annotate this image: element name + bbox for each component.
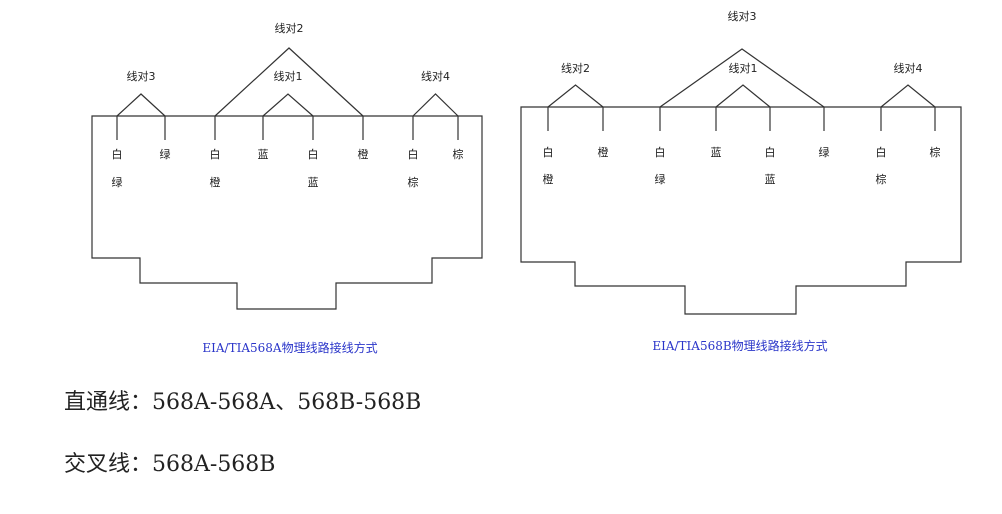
568b-pair-label: 线对2: [561, 61, 590, 75]
568a-pair-bracket: [412, 93, 459, 117]
568b-pin-label: 橙: [598, 145, 609, 159]
568b-pin-label: 棕: [876, 172, 887, 186]
568b-pair-bracket: [880, 84, 936, 108]
568a-pin-label: 棕: [453, 147, 464, 161]
crossover-text: 交叉线：568A-568B: [64, 452, 276, 477]
568b-pair-label: 线对4: [894, 61, 923, 75]
568a-pair-label: 线对1: [274, 69, 303, 83]
568a-pair-bracket: [214, 47, 364, 117]
568a-connector-outline: [91, 115, 483, 310]
568b-pin-label: 白: [765, 145, 776, 159]
568a-pin-label: 绿: [112, 175, 123, 189]
568a-pair-bracket: [116, 93, 166, 117]
568b-connector-outline: [520, 106, 962, 315]
568a-pair-label: 线对4: [421, 69, 450, 83]
568b-pin-label: 蓝: [765, 173, 776, 186]
568b-pin-label: 橙: [543, 172, 554, 186]
568a-pin-label: 白: [308, 147, 319, 161]
straight-through-text: 直通线：568A-568A、568B-568B: [64, 390, 422, 415]
568a-pin-label: 白: [408, 147, 419, 161]
568b-pin-label: 白: [876, 145, 887, 159]
568b-pin-label: 白: [543, 145, 554, 159]
568a-pair-label: 线对3: [127, 69, 156, 83]
568b-pair-label: 线对3: [728, 9, 757, 23]
568a-pin-label: 蓝: [308, 176, 319, 189]
568b-pin-label: 白: [655, 145, 666, 159]
568a-pin-label: 棕: [408, 175, 419, 189]
568a-pin-label: 绿: [160, 147, 171, 161]
568b-pair-bracket: [715, 84, 771, 108]
568b-pair-bracket: [547, 84, 604, 108]
568a-pin-label: 白: [210, 147, 221, 161]
568a-pin-label: 橙: [210, 175, 221, 189]
568a-pin-label: 白: [112, 147, 123, 161]
568b-pin-label: 绿: [655, 172, 666, 186]
568a-pin-label: 蓝: [258, 148, 269, 161]
568b-pair-bracket: [659, 48, 825, 108]
568b-pin-label: 棕: [930, 145, 941, 159]
568b-pin-label: 绿: [819, 145, 830, 159]
568a-pair-label: 线对2: [275, 21, 304, 35]
568b-pin-label: 蓝: [711, 146, 722, 159]
568a-pin-label: 橙: [358, 147, 369, 161]
568a-caption: EIA/TIA568A物理线路接线方式: [202, 340, 377, 355]
568b-caption: EIA/TIA568B物理线路接线方式: [652, 338, 827, 353]
568a-pair-bracket: [262, 93, 314, 117]
568b-pair-label: 线对1: [729, 61, 758, 75]
